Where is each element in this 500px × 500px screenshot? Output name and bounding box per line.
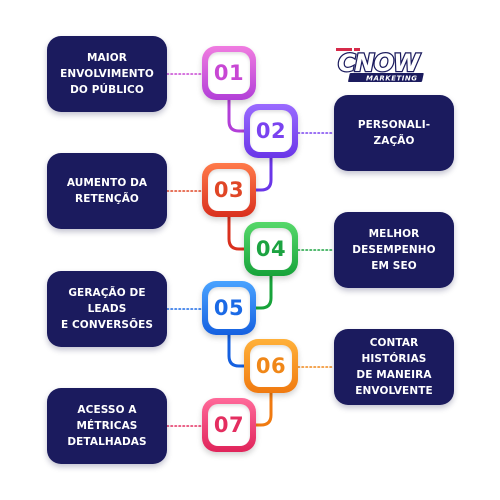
step-label: PERSONALI- ZAÇÃO xyxy=(357,119,431,147)
brand-logo: CNOW MARKETING xyxy=(334,44,438,84)
step-label: ACESSO A MÉTRICAS DETALHADAS xyxy=(67,404,147,448)
step-label-box: PERSONALI- ZAÇÃO xyxy=(334,95,454,171)
step-number-tile: 04 xyxy=(244,222,298,276)
dotted-connectors xyxy=(166,73,335,427)
step-path-connector xyxy=(227,333,246,368)
step-number: 05 xyxy=(213,296,245,320)
step-path-connector xyxy=(227,215,246,251)
step-number-inner: 04 xyxy=(250,228,292,270)
step-label-box: MAIOR ENVOLVIMENTO DO PÚBLICO xyxy=(47,36,167,112)
step-number-inner: 01 xyxy=(208,52,250,94)
step-number-inner: 03 xyxy=(208,169,250,211)
step-label-box: CONTAR HISTÓRIAS DE MANEIRA ENVOLVENTE xyxy=(334,329,454,405)
svg-text:MARKETING: MARKETING xyxy=(366,75,417,83)
step-number: 02 xyxy=(255,119,287,143)
step-path-connector xyxy=(227,98,246,133)
step-number-inner: 02 xyxy=(250,110,292,152)
step-number-tile: 01 xyxy=(202,46,256,100)
step-number-tile: 02 xyxy=(244,104,298,158)
step-path-connectors xyxy=(227,98,273,427)
step-label-box: MELHOR DESEMPENHO EM SEO xyxy=(334,212,454,288)
step-number-tile: 05 xyxy=(202,281,256,335)
step-number-tile: 07 xyxy=(202,398,256,452)
step-number-tile: 06 xyxy=(244,339,298,393)
step-path-connector xyxy=(254,391,273,427)
step-label: MAIOR ENVOLVIMENTO DO PÚBLICO xyxy=(60,52,154,96)
step-number: 04 xyxy=(255,237,287,261)
step-label-box: GERAÇÃO DE LEADS E CONVERSÕES xyxy=(47,271,167,347)
step-label-box: ACESSO A MÉTRICAS DETALHADAS xyxy=(47,388,167,464)
step-label: MELHOR DESEMPENHO EM SEO xyxy=(352,228,436,272)
step-number-inner: 06 xyxy=(250,345,292,387)
step-path-connector xyxy=(254,156,273,192)
step-label: GERAÇÃO DE LEADS E CONVERSÕES xyxy=(60,287,154,331)
cnow-logo-icon: CNOW MARKETING xyxy=(336,48,424,83)
step-number: 01 xyxy=(213,61,245,85)
step-label-box: AUMENTO DA RETENÇÃO xyxy=(47,153,167,229)
svg-text:CNOW: CNOW xyxy=(338,49,421,77)
step-number: 07 xyxy=(213,413,245,437)
step-number-inner: 07 xyxy=(208,404,250,446)
step-label: AUMENTO DA RETENÇÃO xyxy=(66,177,148,205)
step-number: 03 xyxy=(213,178,245,202)
step-label: CONTAR HISTÓRIAS DE MANEIRA ENVOLVENTE xyxy=(355,337,433,397)
step-number-inner: 05 xyxy=(208,287,250,329)
step-number-tile: 03 xyxy=(202,163,256,217)
step-path-connector xyxy=(254,274,273,310)
step-number: 06 xyxy=(255,354,287,378)
